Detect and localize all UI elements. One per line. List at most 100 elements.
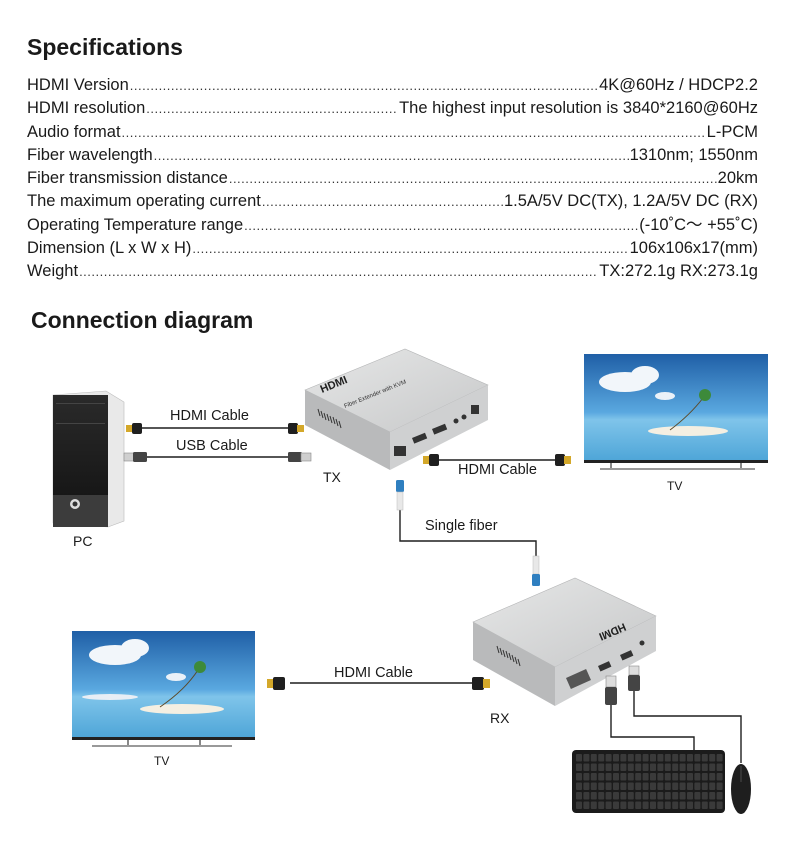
hdmi-connector-icon	[126, 425, 133, 432]
keyboard-key	[679, 782, 686, 790]
keyboard-key	[664, 763, 671, 771]
keyboard-key	[613, 792, 619, 800]
keyboard-key	[590, 754, 597, 762]
keyboard-key	[627, 773, 634, 781]
keyboard-key	[679, 773, 686, 781]
spec-row: Dimension (L x W x H) 106x106x17(mm)	[27, 237, 758, 260]
keyboard-key	[701, 782, 708, 790]
keyboard-key	[613, 754, 619, 762]
keyboard-key	[598, 763, 605, 771]
keyboard-key	[679, 792, 686, 800]
keyboard-key	[627, 792, 634, 800]
keyboard-key	[605, 792, 612, 800]
spec-row: WeightTX:272.1g RX:273.1g	[27, 260, 758, 283]
tx-extender-device: HDMI Fiber Extender with KVM	[304, 348, 489, 470]
keyboard-key	[672, 763, 679, 771]
fiber-port-icon	[394, 446, 406, 456]
keyboard-key	[627, 782, 634, 790]
spec-label: Operating Temperature range	[27, 215, 244, 234]
keyboard-key	[642, 792, 649, 800]
hdmi-connector-icon	[423, 456, 430, 464]
spec-label: Fiber transmission distance	[27, 169, 228, 188]
tv-top-icon	[584, 354, 768, 470]
keyboard-key	[620, 792, 627, 800]
hdmi-connector-icon	[297, 425, 304, 432]
spec-label: Fiber wavelength	[27, 145, 153, 164]
keyboard-key	[709, 792, 716, 800]
keyboard-key	[576, 782, 582, 790]
mouse-icon	[731, 764, 751, 814]
keyboard-key	[635, 763, 642, 771]
keyboard-key	[657, 773, 664, 781]
keyboard-key	[590, 801, 597, 809]
keyboard-icon	[572, 750, 725, 813]
usb-connector-icon	[300, 452, 312, 462]
keyboard-key	[620, 763, 627, 771]
keyboard-key	[679, 754, 686, 762]
keyboard-key	[635, 773, 642, 781]
keyboard-key	[694, 763, 701, 771]
hdmi-connector-icon	[564, 456, 571, 464]
keyboard-key	[672, 773, 679, 781]
keyboard-key	[709, 763, 716, 771]
keyboard-key	[672, 801, 679, 809]
spec-value: 1.5A/5V DC(TX), 1.2A/5V DC (RX)	[504, 192, 758, 211]
keyboard-key	[679, 801, 686, 809]
keyboard-key	[672, 782, 679, 790]
spec-row: Fiber wavelength 1310nm; 1550nm	[27, 144, 758, 167]
keyboard-key	[687, 773, 693, 781]
rx-tv-hdmi-cable-label: HDMI Cable	[334, 665, 413, 681]
usb-connector-icon	[628, 665, 640, 676]
usb-connector-icon	[605, 675, 617, 688]
keyboard-key	[635, 782, 642, 790]
pc-usb-cable	[123, 452, 312, 462]
keyboard-key	[590, 792, 597, 800]
keyboard-key	[642, 801, 649, 809]
spec-row: HDMI Version4K@60Hz / HDCP2.2	[27, 74, 758, 97]
usb-port-icon	[620, 650, 634, 661]
keyboard-key	[576, 773, 582, 781]
keyboard-key	[590, 773, 597, 781]
keyboard-key	[642, 763, 649, 771]
keyboard-key	[694, 801, 701, 809]
keyboard-key	[635, 754, 642, 762]
keyboard-key	[576, 754, 582, 762]
keyboard-key	[642, 782, 649, 790]
tx-tv-hdmi-cable	[423, 454, 571, 466]
keyboard-key	[657, 763, 664, 771]
pc-tower-icon	[52, 390, 125, 528]
keyboard-key	[664, 773, 671, 781]
pc-label: PC	[73, 533, 93, 549]
keyboard-key	[672, 754, 679, 762]
keyboard-key	[664, 754, 671, 762]
keyboard-key	[605, 782, 612, 790]
spec-value: L-PCM	[706, 122, 758, 141]
spec-value: 20km	[717, 169, 758, 188]
keyboard-key	[701, 763, 708, 771]
spec-label: Dimension (L x W x H)	[27, 239, 192, 258]
spec-value: 106x106x17(mm)	[629, 239, 758, 258]
keyboard-key	[583, 792, 590, 800]
keyboard-key	[620, 773, 627, 781]
keyboard-key	[613, 782, 619, 790]
keyboard-key	[613, 773, 619, 781]
rx-extender-device: HDMI	[472, 577, 657, 706]
keyboard-key	[650, 782, 656, 790]
keyboard-key	[650, 801, 656, 809]
specifications-heading: Specifications	[27, 34, 183, 60]
keyboard-key	[598, 773, 605, 781]
spec-value: 1310nm; 1550nm	[629, 145, 758, 164]
keyboard-key	[709, 782, 716, 790]
spec-label: Audio format	[27, 122, 121, 141]
keyboard-key	[583, 763, 590, 771]
single-fiber-cable	[396, 480, 540, 586]
keyboard-key	[687, 782, 693, 790]
keyboard-key	[583, 754, 590, 762]
spec-value: The highest input resolution is 3840*216…	[399, 99, 758, 118]
keyboard-key	[694, 782, 701, 790]
keyboard-key	[620, 801, 627, 809]
keyboard-key	[650, 763, 656, 771]
pc-usb-cable-label: USB Cable	[176, 438, 248, 454]
spec-value: 4K@60Hz / HDCP2.2	[599, 76, 758, 94]
